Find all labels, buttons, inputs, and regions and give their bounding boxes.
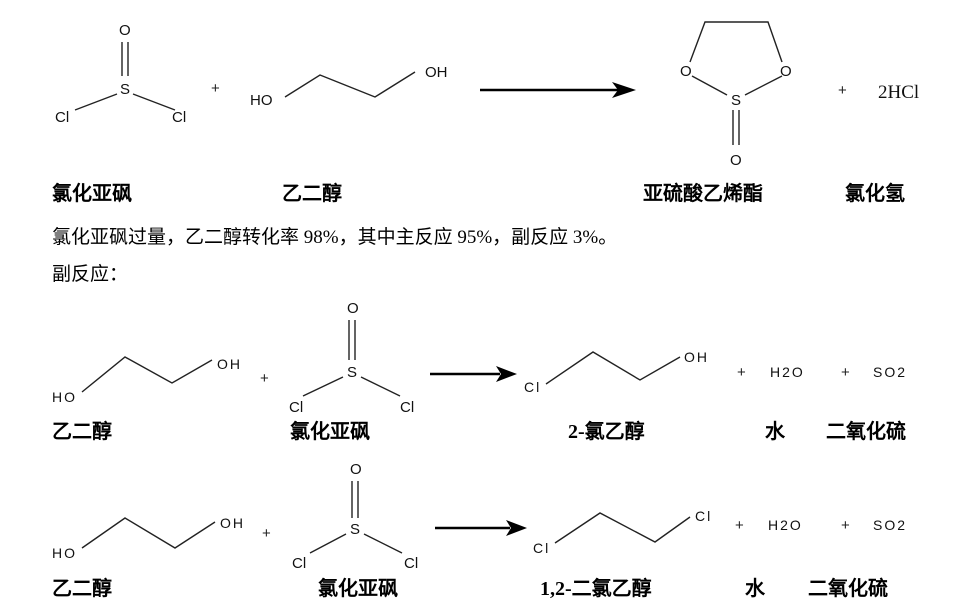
so2-formula: SO2 xyxy=(873,517,907,533)
compound-label: 氯化亚砜 xyxy=(52,181,132,205)
plus-sign: + xyxy=(262,525,271,542)
atom-ho: HO xyxy=(52,389,77,405)
atom-cl: Cl xyxy=(55,109,69,126)
atom-oh: OH xyxy=(220,515,245,531)
atom-cl: Cl xyxy=(292,555,306,572)
reaction-arrow xyxy=(430,366,517,382)
atom-s: S xyxy=(731,92,741,109)
ethylene-sulfite-structure: O O S O xyxy=(680,21,792,169)
atom-o: O xyxy=(347,300,359,317)
atom-cl: Cl xyxy=(289,399,303,416)
plus-sign: + xyxy=(211,80,220,97)
ethylene-glycol-structure: HO OH xyxy=(250,64,448,109)
atom-o: O xyxy=(680,63,692,80)
atom-oh: OH xyxy=(684,349,709,365)
atom-cl: Cl xyxy=(404,555,418,572)
compound-label: 亚硫酸乙烯酯 xyxy=(643,181,763,205)
compound-label: 2-氯乙醇 xyxy=(568,419,645,443)
ethylene-glycol-structure: HO OH xyxy=(52,356,242,405)
plus-sign: + xyxy=(841,364,850,381)
atom-cl: Cl xyxy=(524,379,541,395)
atom-ho: HO xyxy=(250,92,273,109)
thionyl-chloride-structure: O S Cl Cl xyxy=(292,461,418,572)
atom-s: S xyxy=(347,364,357,381)
atom-oh: OH xyxy=(425,64,448,81)
atom-cl: Cl xyxy=(400,399,414,416)
chloroethanol-structure: Cl OH xyxy=(524,349,709,395)
plus-sign: + xyxy=(838,82,847,99)
atom-s: S xyxy=(350,521,360,538)
compound-label: 二氧化硫 xyxy=(826,419,906,443)
plus-sign: + xyxy=(260,370,269,387)
plus-sign: + xyxy=(737,364,746,381)
atom-cl: Cl xyxy=(172,109,186,126)
atom-o: O xyxy=(119,22,131,39)
reaction-arrow xyxy=(435,520,527,536)
compound-label: 水 xyxy=(765,420,786,443)
atom-o: O xyxy=(350,461,362,478)
conditions-text: 氯化亚砜过量，乙二醇转化率 98%，其中主反应 95%，副反应 3%。 xyxy=(52,226,617,248)
compound-label: 1,2-二氯乙醇 xyxy=(540,576,652,600)
atom-o: O xyxy=(730,152,742,169)
hcl-formula: 2HCl xyxy=(878,82,919,103)
compound-label: 氯化亚砜 xyxy=(290,419,370,443)
side-reaction-heading: 副反应： xyxy=(52,263,128,285)
atom-s: S xyxy=(120,81,130,98)
atom-cl: Cl xyxy=(695,508,712,524)
ethylene-glycol-structure: HO OH xyxy=(52,515,245,561)
water-formula: H2O xyxy=(770,364,805,380)
plus-sign: + xyxy=(841,517,850,534)
dichloroethane-structure: Cl Cl xyxy=(533,508,712,556)
atom-oh: OH xyxy=(217,356,242,372)
compound-label: 氯化亚砜 xyxy=(318,576,398,600)
atom-ho: HO xyxy=(52,545,77,561)
so2-formula: SO2 xyxy=(873,364,907,380)
compound-label: 乙二醇 xyxy=(52,576,112,600)
thionyl-chloride-structure: O S Cl Cl xyxy=(289,300,414,416)
compound-label: 水 xyxy=(745,577,766,600)
atom-cl: Cl xyxy=(533,540,550,556)
reaction-arrow xyxy=(480,82,636,98)
plus-sign: + xyxy=(735,517,744,534)
compound-label: 乙二醇 xyxy=(52,419,112,443)
compound-label: 乙二醇 xyxy=(282,181,342,205)
thionyl-chloride-structure: O S Cl Cl xyxy=(55,22,186,126)
compound-label: 二氧化硫 xyxy=(808,576,888,600)
atom-o: O xyxy=(780,63,792,80)
compound-label: 氯化氢 xyxy=(845,181,905,205)
water-formula: H2O xyxy=(768,517,803,533)
